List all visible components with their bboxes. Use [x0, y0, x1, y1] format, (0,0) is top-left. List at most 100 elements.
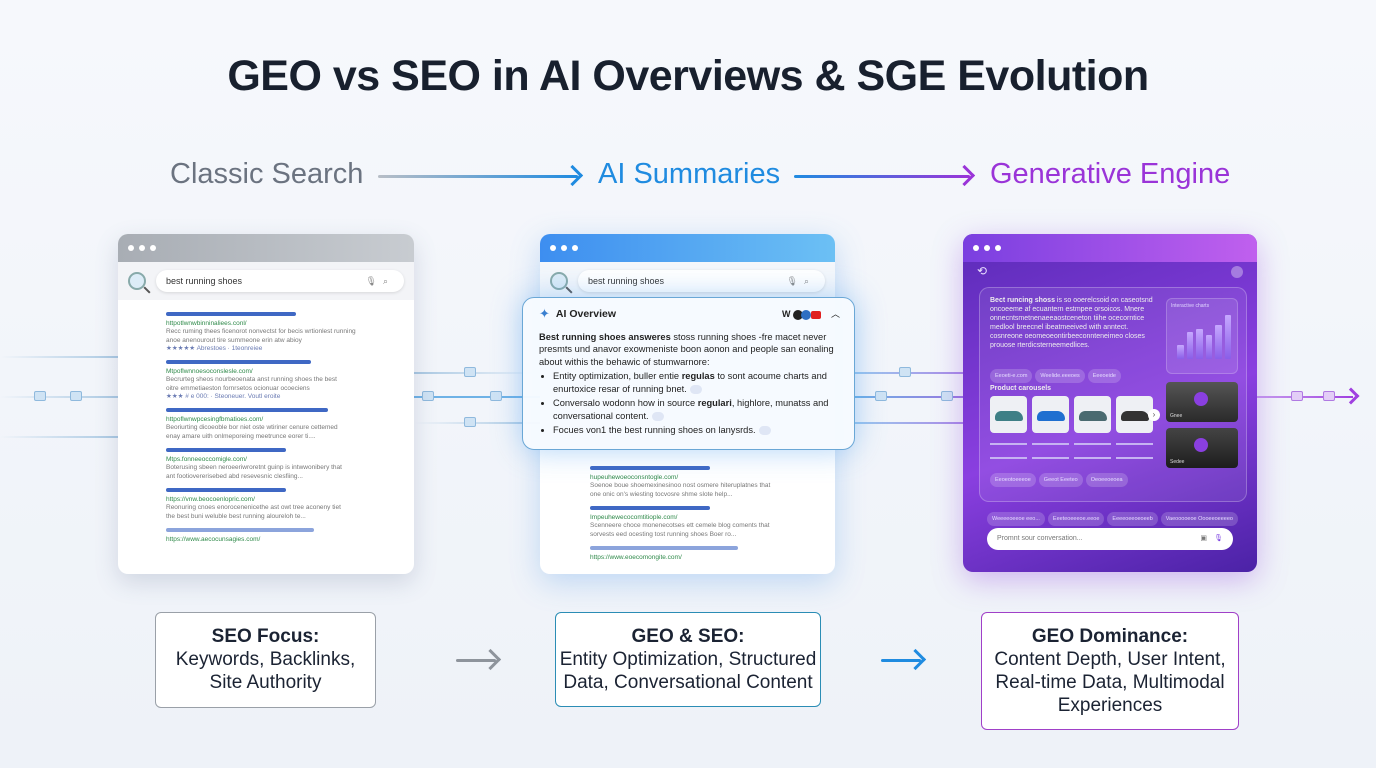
prompt-input[interactable]: Promnt sour conversation... ▣ 🎙 — [987, 528, 1233, 550]
circuit-lines-left — [0, 340, 120, 450]
source-pill[interactable]: Eeoeti-e.com — [990, 369, 1033, 383]
result-url[interactable]: https://www.aecocunsagies.com/ — [166, 536, 261, 543]
result-title-link[interactable] — [166, 448, 286, 452]
generative-answer-card: Bect runcing shoss is so ooerelcsoid on … — [979, 287, 1247, 502]
stage-classic-search: Classic Search — [170, 158, 364, 190]
result-snippet: oitre emmetiaeston fornrsetos ocionuar o… — [166, 384, 310, 392]
source-pill[interactable]: Eeeeoeeoeoeeb — [1107, 512, 1158, 526]
bullet-bold: regulas — [681, 371, 715, 381]
citation-link-icon[interactable] — [651, 411, 664, 421]
app-logo-icon: ⟲ — [977, 264, 988, 278]
sparkle-icon: ✦ — [539, 306, 550, 321]
box-line: Content Depth, User Intent, — [994, 649, 1226, 670]
overview-lead: Best running shoes answeres stoss runnin… — [539, 331, 834, 367]
stage-arrow-1 — [378, 175, 578, 178]
search-input[interactable]: best running shoes🎙⌕ — [578, 270, 825, 292]
source-pill[interactable]: Vaeooooeoe Oooeeoeeeeo — [1160, 512, 1238, 526]
result-title-link[interactable] — [166, 488, 286, 492]
box-heading: GEO & SEO: — [631, 626, 745, 647]
result-url[interactable]: Mtps.fonneeoccomigle.com/ — [166, 456, 247, 463]
result-title-link[interactable] — [590, 466, 710, 470]
source-pill[interactable]: Eeeteoeeeoe.eeoe — [1047, 512, 1105, 526]
source-pill[interactable]: Eeoeotoeeeoe — [990, 473, 1036, 487]
overview-bullet: Conversalo wodonn how in source regulari… — [553, 397, 840, 422]
search-result: https://www.aecocunsagies.com/ — [166, 528, 366, 544]
citation-link-icon[interactable] — [758, 426, 771, 436]
mic-search-icons[interactable]: 🎙⌕ — [786, 275, 815, 286]
result-title-link[interactable] — [166, 408, 328, 412]
result-snippet: the best buni weluble best running alour… — [166, 512, 306, 520]
overview-bullets: Entity optimization, buller entie regula… — [553, 370, 840, 437]
chart-bar — [1215, 325, 1222, 359]
source-icons[interactable]: W — [782, 308, 821, 321]
box-line: Data, Conversational Content — [563, 672, 813, 693]
chart-bar — [1177, 345, 1184, 359]
search-query: best running shoes — [166, 276, 243, 286]
source-pill[interactable]: Eeeoeide — [1087, 369, 1121, 383]
classic-search-window: best running shoes 🎙⌕ httpotlwnwbinninali… — [118, 234, 414, 574]
overview-bullet: Entity optimization, buller entie regula… — [553, 370, 840, 395]
play-icon[interactable] — [1194, 392, 1208, 406]
source-pill[interactable]: Geeot Eeeteo — [1038, 473, 1083, 487]
circuit-node — [464, 367, 476, 377]
bullet-text: to sont acoume charts and enurtoxice res… — [553, 371, 827, 394]
mic-icon[interactable]: 🎙 — [1214, 535, 1223, 542]
circuit-node — [464, 417, 476, 427]
search-results-list: httpotlwnwbinninaliees.conl/Recc ruming … — [118, 300, 414, 544]
video-card[interactable]: Sedee — [1166, 428, 1238, 468]
source-pill[interactable]: Weelide.eeeoes — [1035, 369, 1085, 383]
result-url[interactable]: Mtpoflwnnoesoconslesle.com/ — [166, 368, 253, 375]
result-title-link[interactable] — [166, 528, 314, 532]
page-title: GEO vs SEO in AI Overviews & SGE Evoluti… — [227, 52, 1149, 100]
mic-search-icons[interactable]: 🎙⌕ — [365, 275, 394, 286]
search-result: Mtps.fonneeoccomigle.com/Boterusing sbee… — [166, 448, 366, 481]
result-url[interactable]: https://vnw.beocoenlopric.com/ — [166, 496, 255, 503]
box-arrow-2 — [881, 659, 921, 662]
video-label: Sedee — [1170, 459, 1185, 465]
chart-bars — [1177, 315, 1231, 359]
result-url[interactable]: hupeuhewoeoconsntogle.com/ — [590, 474, 679, 481]
product-carousel[interactable]: › — [990, 396, 1160, 460]
interactive-chart[interactable]: Interactive charts — [1166, 298, 1238, 374]
result-url[interactable]: Impeuhewecocomtitiople.com/ — [590, 514, 678, 521]
chart-bar — [1224, 315, 1231, 359]
bullet-text: Conversalo wodonn how in source — [553, 398, 698, 408]
product-card[interactable] — [990, 396, 1027, 433]
result-title-link[interactable] — [590, 546, 738, 550]
result-title-link[interactable] — [590, 506, 710, 510]
search-result: Impeuhewecocomtitiople.com/Scenneere cho… — [590, 506, 790, 539]
video-card[interactable]: Gnee — [1166, 382, 1238, 422]
play-icon[interactable] — [1194, 438, 1208, 452]
box-line: Site Authority — [209, 672, 322, 693]
image-upload-icon[interactable]: ▣ — [1200, 535, 1207, 542]
result-url[interactable]: httpoflwnwpcesingfbmatioes.com/ — [166, 416, 264, 423]
window-title-bar — [540, 234, 835, 262]
citation-link-icon[interactable] — [689, 384, 702, 394]
product-card[interactable] — [1074, 396, 1111, 433]
menu-icon[interactable] — [1231, 266, 1243, 278]
result-url[interactable]: https://www.eoecomongite.com/ — [590, 554, 682, 561]
overview-bullet: Focues von1 the best running shoes on la… — [553, 424, 840, 437]
result-snippet: Scenneere choce monenecotses ett cemele … — [590, 522, 770, 529]
window-title-bar — [963, 234, 1257, 262]
collapse-chevron-icon[interactable]: ︿ — [830, 309, 840, 319]
product-card[interactable] — [1116, 396, 1153, 433]
source-pill[interactable]: Oeoeeoeoea — [1085, 473, 1128, 487]
search-results-list: hupeuhewoeoconsntogle.com/Soenoe boue sh… — [540, 300, 835, 562]
box-line: Real-time Data, Multimodal — [995, 672, 1225, 693]
search-input[interactable]: best running shoes 🎙⌕ — [156, 270, 404, 292]
result-title-link[interactable] — [166, 360, 311, 364]
result-title-link[interactable] — [166, 312, 296, 316]
chart-bar — [1196, 328, 1203, 359]
product-card[interactable] — [1032, 396, 1069, 433]
circuit-node — [1291, 391, 1303, 401]
circuit-node — [1323, 391, 1335, 401]
bullet-text: Entity optimization, buller entie — [553, 371, 682, 381]
carousel-next-icon[interactable]: › — [1148, 409, 1160, 421]
source-pill[interactable]: Weeeeoeeoe eeo... — [987, 512, 1045, 526]
product-carousel-label: Product carousels — [990, 385, 1052, 392]
box-arrow-1 — [456, 659, 496, 662]
result-url[interactable]: httpotlwnwbinninaliees.conl/ — [166, 320, 247, 327]
circuit-node — [34, 391, 46, 401]
